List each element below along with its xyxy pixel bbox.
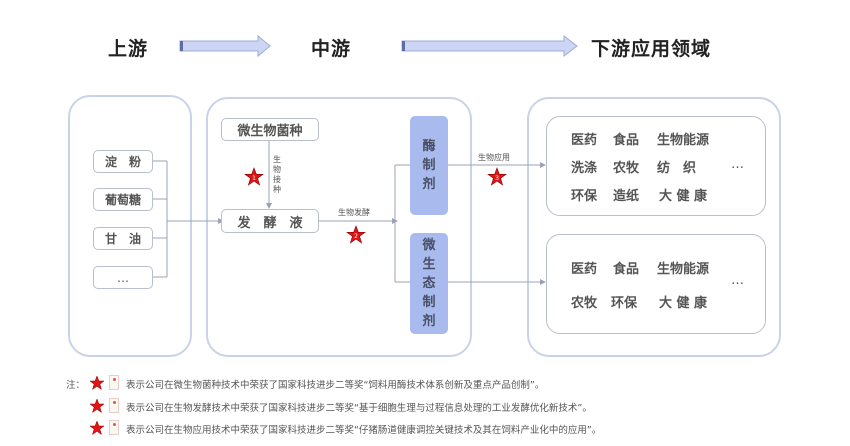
material-starch: 淀 粉 xyxy=(93,150,153,173)
enzyme-char: 制 xyxy=(422,158,436,173)
medal-icon xyxy=(109,375,119,390)
medal-icon xyxy=(109,398,119,413)
application-item: 纺 织 xyxy=(657,161,697,176)
application-item: 造纸 xyxy=(613,189,640,204)
award-star-icon: 3 xyxy=(487,167,507,186)
application-group-enzyme: 医药 食品 生物能源 洗涤 农牧 纺 织 环保 造纸 大 健 康 … xyxy=(546,116,766,216)
application-item: 农牧 xyxy=(571,296,598,311)
probiotic-char: 态 xyxy=(422,276,436,291)
microbial-strain-node: 微生物菌种 xyxy=(221,118,319,141)
award-star-icon: 1 xyxy=(244,167,264,186)
application-group-probiotic: 医药 食品 生物能源 农牧 环保 大 健 康 … xyxy=(546,234,766,334)
material-glycerol: 甘 油 xyxy=(93,227,153,250)
award-star-icon xyxy=(89,375,105,391)
award-star-icon xyxy=(89,420,105,436)
application-item: 环保 xyxy=(571,189,598,204)
application-item: 食品 xyxy=(613,133,640,148)
star-number: 1 xyxy=(252,175,256,182)
award-star-icon: 2 xyxy=(346,225,366,244)
stage-arrow-2 xyxy=(401,34,578,58)
enzyme-char: 酶 xyxy=(422,139,436,154)
star-number: 3 xyxy=(495,175,499,182)
inoculation-char: 接 xyxy=(273,175,281,184)
probiotic-char: 生 xyxy=(422,257,436,272)
inoculation-char: 种 xyxy=(273,185,281,194)
enzyme-preparation-node: 酶 制 剂 xyxy=(410,116,448,215)
inoculation-label: 生 物 接 种 xyxy=(272,155,282,195)
application-item: 食品 xyxy=(613,262,640,277)
stage-midstream-title: 中游 xyxy=(311,38,352,60)
application-item: 医药 xyxy=(571,133,598,148)
application-item: 农牧 xyxy=(613,161,640,176)
application-item: 大 健 康 xyxy=(659,189,708,204)
stage-upstream-title: 上游 xyxy=(108,38,149,60)
medal-icon xyxy=(109,420,119,435)
application-item: 生物能源 xyxy=(657,133,710,148)
probiotic-char: 制 xyxy=(422,295,436,310)
notes-prefix: 注： xyxy=(66,380,86,391)
note-item: 表示公司在生物应用技术中荣获了国家科技进步二等奖“仔猪肠道健康调控关键技术及其在… xyxy=(126,425,602,436)
bio-application-label: 生物应用 xyxy=(478,153,510,162)
application-item: 生物能源 xyxy=(657,262,710,277)
award-star-icon xyxy=(89,398,105,414)
probiotic-preparation-node: 微 生 态 制 剂 xyxy=(410,233,448,334)
probiotic-char: 剂 xyxy=(422,314,436,329)
application-item: 环保 xyxy=(611,296,638,311)
application-more: … xyxy=(731,273,744,288)
enzyme-char: 剂 xyxy=(422,177,436,192)
material-more: … xyxy=(93,266,153,289)
application-more: … xyxy=(731,157,744,172)
application-item: 医药 xyxy=(571,262,598,277)
application-item: 洗涤 xyxy=(571,161,598,176)
stage-downstream-title: 下游应用领域 xyxy=(591,38,712,60)
fermentation-label: 生物发酵 xyxy=(338,208,370,217)
inoculation-char: 生 xyxy=(273,155,281,164)
inoculation-char: 物 xyxy=(273,165,281,174)
note-item: 表示公司在生物发酵技术中荣获了国家科技进步二等奖“基于细胞生理与过程信息处理的工… xyxy=(126,403,592,414)
star-number: 2 xyxy=(354,233,358,240)
fermentation-broth-node: 发 酵 液 xyxy=(221,209,319,233)
material-glucose: 葡萄糖 xyxy=(93,188,153,211)
application-item: 大 健 康 xyxy=(659,296,708,311)
stage-arrow-1 xyxy=(179,34,271,58)
upstream-panel xyxy=(68,95,192,357)
probiotic-char: 微 xyxy=(422,238,436,253)
note-item: 表示公司在微生物菌种技术中荣获了国家科技进步二等奖“饲料用酶技术体系创新及重点产… xyxy=(126,380,545,391)
